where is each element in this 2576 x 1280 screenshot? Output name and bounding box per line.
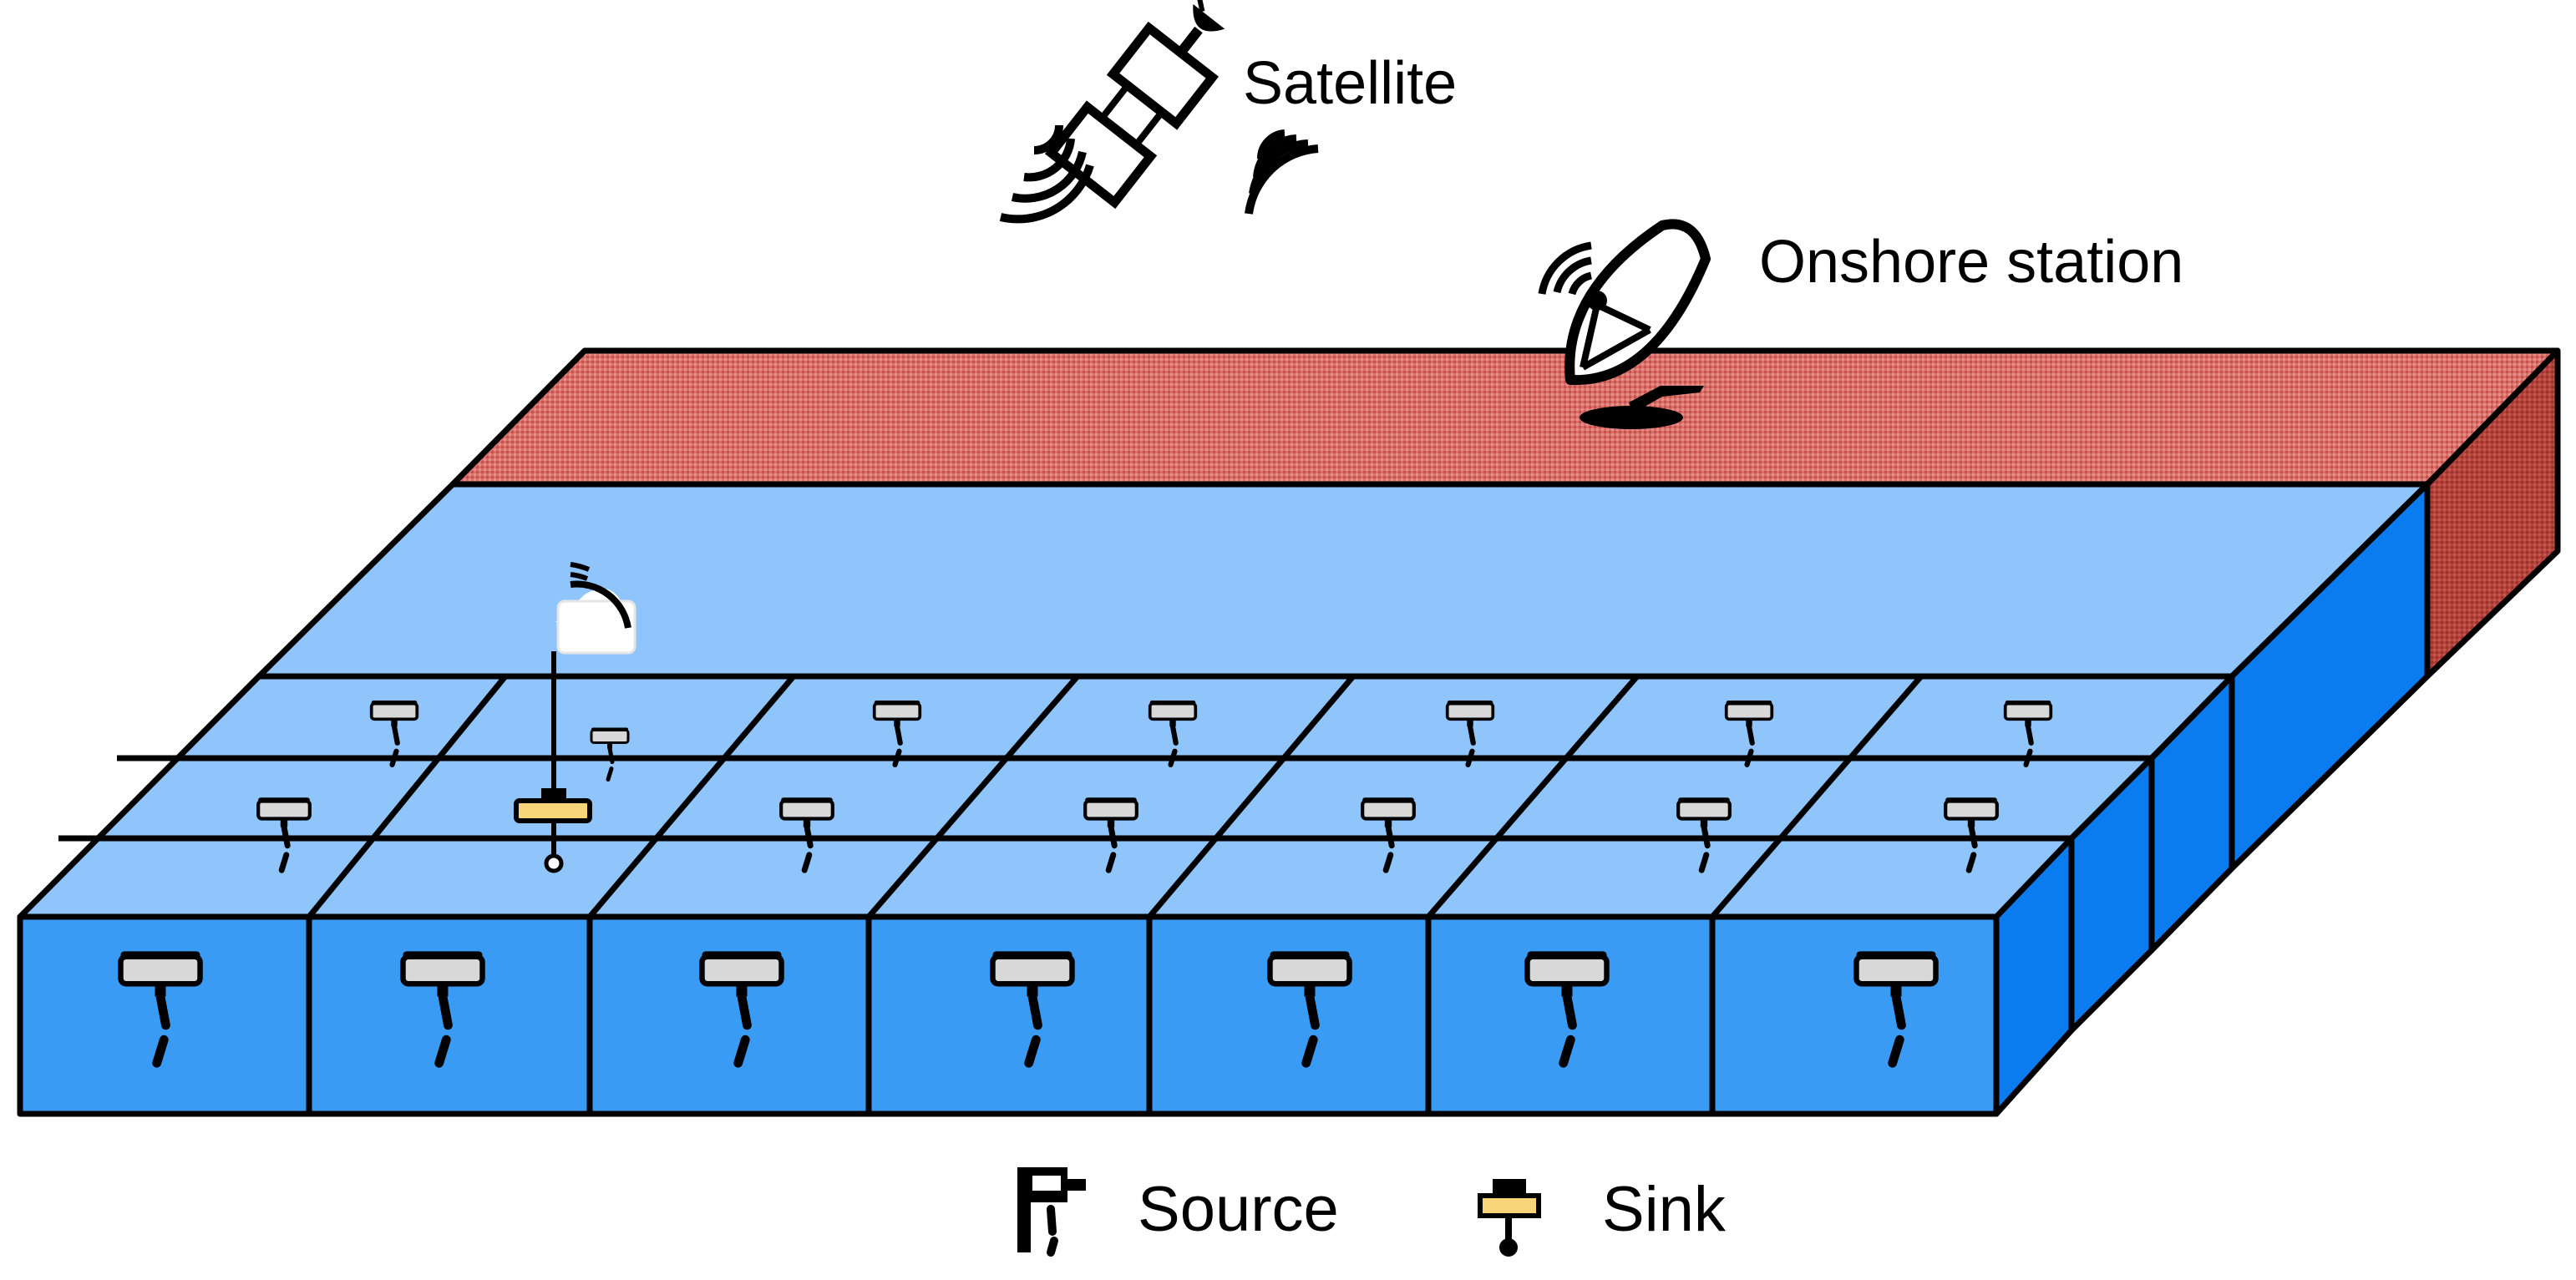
source-sensor-icon	[699, 951, 784, 1068]
source-sensor-icon	[990, 951, 1075, 1068]
legend-source-label: Source	[1138, 1174, 1339, 1245]
source-sensor-icon	[2003, 700, 2053, 767]
tether-anchor	[544, 853, 564, 873]
source-sensor-icon	[118, 951, 203, 1068]
water-side-steps	[1993, 481, 2431, 1117]
source-sensor-icon	[1944, 797, 1999, 873]
source-sensor-icon	[1524, 951, 1610, 1068]
sink-node-icon	[514, 788, 592, 823]
legend-sink-icon	[1478, 1179, 1541, 1257]
grid-line-col-5	[1426, 674, 1640, 919]
source-sensor-icon	[590, 727, 630, 782]
grid-line-col-6	[1710, 674, 1924, 919]
water-body	[17, 481, 2431, 1117]
water-cell-grid	[58, 673, 2232, 1114]
source-sensor-icon	[1676, 797, 1732, 873]
surface-buoy-icon	[555, 562, 636, 655]
legend: Source Sink	[1017, 1167, 1727, 1257]
legend-sink-label: Sink	[1602, 1174, 1727, 1245]
satellite-signal-left	[999, 124, 1094, 224]
satellite-signal-right	[1245, 129, 1319, 215]
source-sensor-icon	[369, 700, 419, 767]
sink-node	[514, 562, 636, 873]
source-sensor-icon	[1148, 700, 1198, 767]
source-sensor-icon	[1853, 951, 1939, 1068]
source-sensor-icon	[779, 797, 834, 873]
grid-line-col-3	[866, 674, 1080, 919]
legend-source-icon	[1017, 1167, 1086, 1257]
sensor-nodes	[118, 700, 2053, 1068]
satellite-label: Satellite	[1243, 50, 1457, 117]
satellite-icon	[1044, 0, 1225, 210]
source-sensor-icon	[1445, 700, 1495, 767]
satellite-dish-icon	[1538, 219, 1711, 429]
shore-top-surface	[449, 347, 2561, 488]
source-sensor-icon	[1361, 797, 1416, 873]
source-sensor-icon	[400, 951, 485, 1068]
water-front-face	[17, 913, 2000, 1117]
onshore-station-label: Onshore station	[1759, 229, 2183, 296]
source-sensor-icon	[1267, 951, 1352, 1068]
source-sensor-icon	[1724, 700, 1774, 767]
grid-line-col-4	[1147, 674, 1356, 919]
grid-line-col-1	[307, 674, 508, 919]
source-sensor-icon	[1083, 797, 1138, 873]
source-sensor-icon	[256, 797, 312, 873]
grid-line-col-2	[587, 674, 796, 919]
source-sensor-icon	[872, 700, 922, 767]
dish-base-shadow	[1580, 406, 1683, 429]
